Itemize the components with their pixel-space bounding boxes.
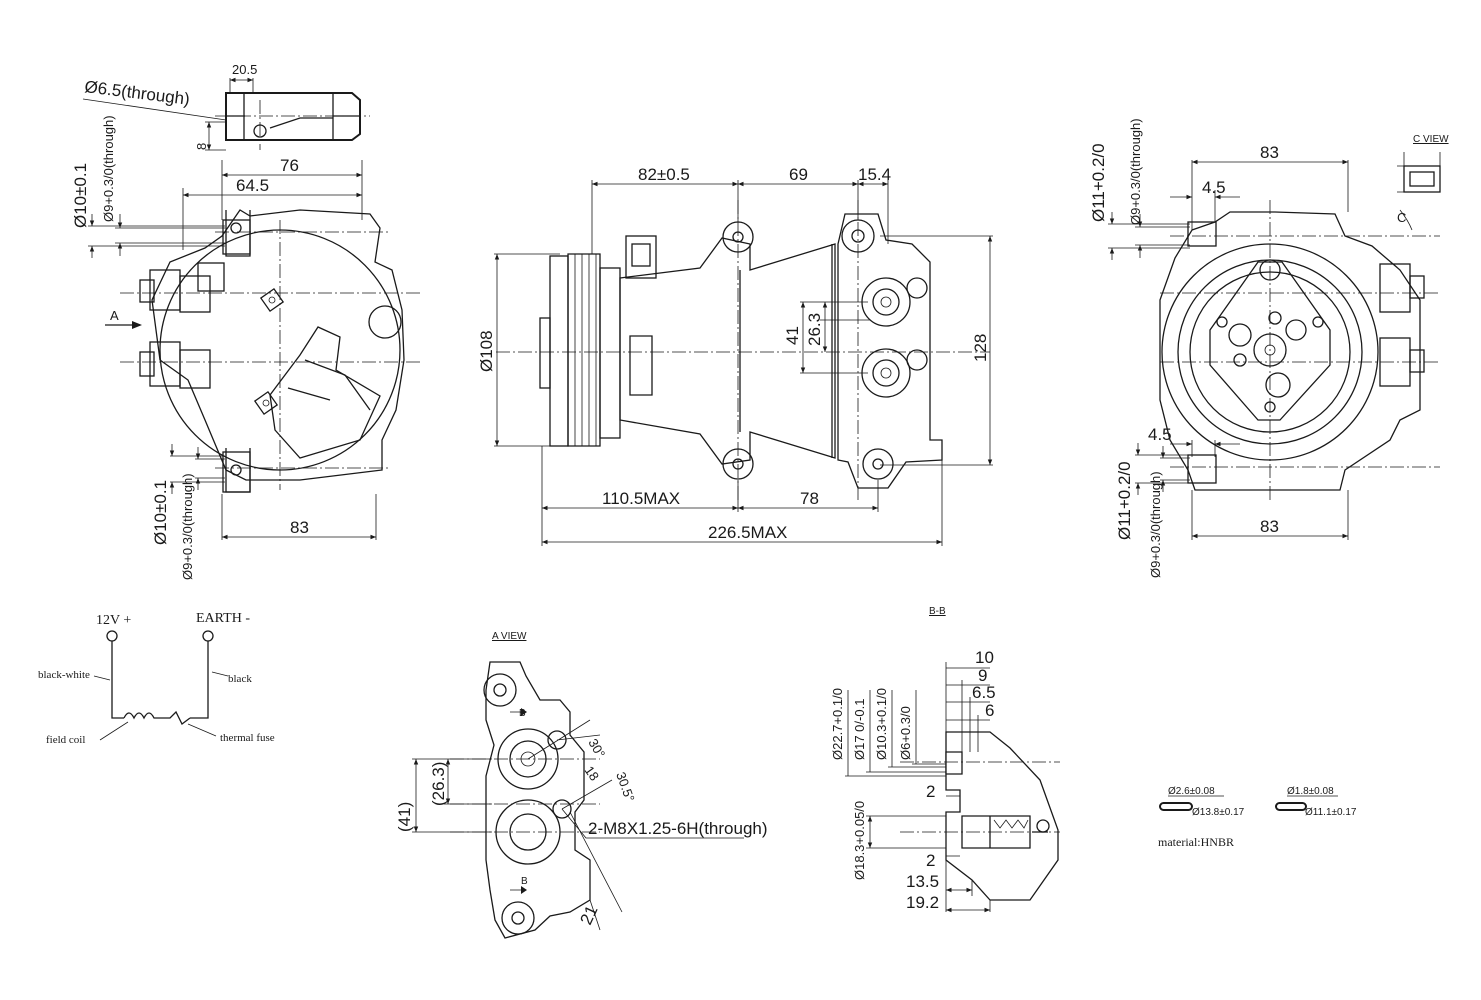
label-black: black: [228, 673, 252, 685]
dim-dia-17: Ø17 0/-0.1: [852, 699, 867, 760]
dim-69: 69: [789, 165, 808, 184]
dim-26-3: 26.3: [805, 313, 824, 346]
dim-thru-top-right: Ø9+0.3/0(through): [1128, 118, 1143, 225]
dim-18-a: 18: [582, 763, 603, 783]
dim-thru-top: Ø9+0.3/0(through): [101, 115, 116, 222]
dim-76: 76: [280, 156, 299, 175]
material-label: material:HNBR: [1158, 835, 1234, 849]
dim-6: 6: [985, 701, 994, 720]
dim-dia-22-7: Ø22.7+0.1/0: [830, 688, 845, 760]
mount-ear-detail: 20.5 Ø6.5(through) 8: [82, 62, 370, 151]
dim-64-5: 64.5: [236, 176, 269, 195]
dim-82: 82±0.5: [638, 165, 690, 184]
wiring-diagram: 12V + EARTH - black-white black field co…: [38, 611, 275, 746]
dim-226-5: 226.5MAX: [708, 523, 787, 542]
dim-83-top: 83: [1260, 143, 1279, 162]
right-view: 83 4.5 Ø11+0.2/0 Ø9+0.3/0(through) 4.5 Ø…: [1089, 118, 1449, 578]
dim-6-5: 6.5: [972, 683, 996, 702]
dim-hole-6-5: Ø6.5(through): [84, 77, 191, 109]
dim-bore-top-right: Ø11+0.2/0: [1089, 143, 1108, 222]
dim-41-a: (41): [395, 802, 414, 832]
dim-30-deg: 30°: [585, 736, 608, 761]
c-view-title: C VIEW: [1413, 134, 1449, 145]
oring2-section: Ø1.8±0.08: [1287, 786, 1334, 797]
side-view: 82±0.5 69 15.4 Ø108 41 26.3 128 110.5MAX…: [477, 165, 993, 546]
section-b-bottom: B: [521, 876, 528, 887]
dim-dia-18-3: Ø18.3+0.05/0: [852, 801, 867, 880]
dim-78: 78: [800, 489, 819, 508]
dim-2-top: 2: [926, 782, 935, 801]
oring1-inner: Ø13.8±0.17: [1192, 807, 1245, 818]
c-arrow-label: C: [1397, 210, 1406, 225]
section-bb: B-B 10 9 6.5 6 Ø22.7+0.1/0 Ø17 0/-0.1 Ø1…: [830, 606, 1060, 913]
label-black-white: black-white: [38, 669, 90, 681]
dim-83-left: 83: [290, 518, 309, 537]
oring2-inner: Ø11.1±0.17: [1305, 807, 1357, 818]
label-earth: EARTH -: [196, 611, 250, 626]
dim-30-5-deg: 30.5°: [613, 770, 638, 804]
label-field-coil: field coil: [46, 734, 85, 746]
dim-dia-6: Ø6+0.3/0: [898, 706, 913, 760]
section-bb-title: B-B: [929, 606, 946, 617]
view-arrow-a: A: [110, 308, 119, 323]
dim-83-bot: 83: [1260, 517, 1279, 536]
dim-bore-bot: Ø10±0.1: [151, 480, 170, 545]
dim-13-5: 13.5: [906, 872, 939, 891]
section-b-top: B: [519, 708, 526, 719]
dim-2-bot: 2: [926, 851, 935, 870]
dim-4-5-top: 4.5: [1202, 178, 1226, 197]
left-view: A 76 64.5 Ø10±0.1 Ø9+0.3/0(through) Ø10±…: [71, 115, 420, 580]
dim-dia-10-3: Ø10.3+0.1/0: [874, 688, 889, 760]
dim-128: 128: [971, 334, 990, 362]
dim-108: Ø108: [477, 330, 496, 372]
dim-20-5: 20.5: [232, 62, 257, 77]
a-view-title: A VIEW: [492, 631, 527, 642]
thread-spec: 2-M8X1.25-6H(through): [588, 819, 768, 838]
label-12v: 12V +: [96, 613, 131, 628]
dim-8: 8: [194, 143, 209, 150]
label-thermal-fuse: thermal fuse: [220, 732, 275, 744]
o-rings: Ø2.6±0.08 Ø13.8±0.17 Ø1.8±0.08 Ø11.1±0.1…: [1158, 786, 1357, 849]
dim-thru-bot: Ø9+0.3/0(through): [180, 473, 195, 580]
oring1-section: Ø2.6±0.08: [1168, 786, 1215, 797]
dim-bore-bot-right: Ø11+0.2/0: [1115, 461, 1134, 540]
dim-110-5: 110.5MAX: [602, 489, 680, 508]
dim-9: 9: [978, 666, 987, 685]
dim-15-4: 15.4: [858, 165, 891, 184]
dim-26-3-a: (26.3): [429, 762, 448, 806]
dim-10: 10: [975, 648, 994, 667]
a-view: A VIEW B B (41) (26.3) 30° 18 30.5° 2-M8…: [395, 631, 768, 939]
dim-41: 41: [783, 326, 802, 345]
dim-thru-bot-right: Ø9+0.3/0(through): [1148, 471, 1163, 578]
dim-bore-top: Ø10±0.1: [71, 163, 90, 228]
dim-19-2: 19.2: [906, 893, 939, 912]
dim-4-5-bot: 4.5: [1148, 425, 1172, 444]
